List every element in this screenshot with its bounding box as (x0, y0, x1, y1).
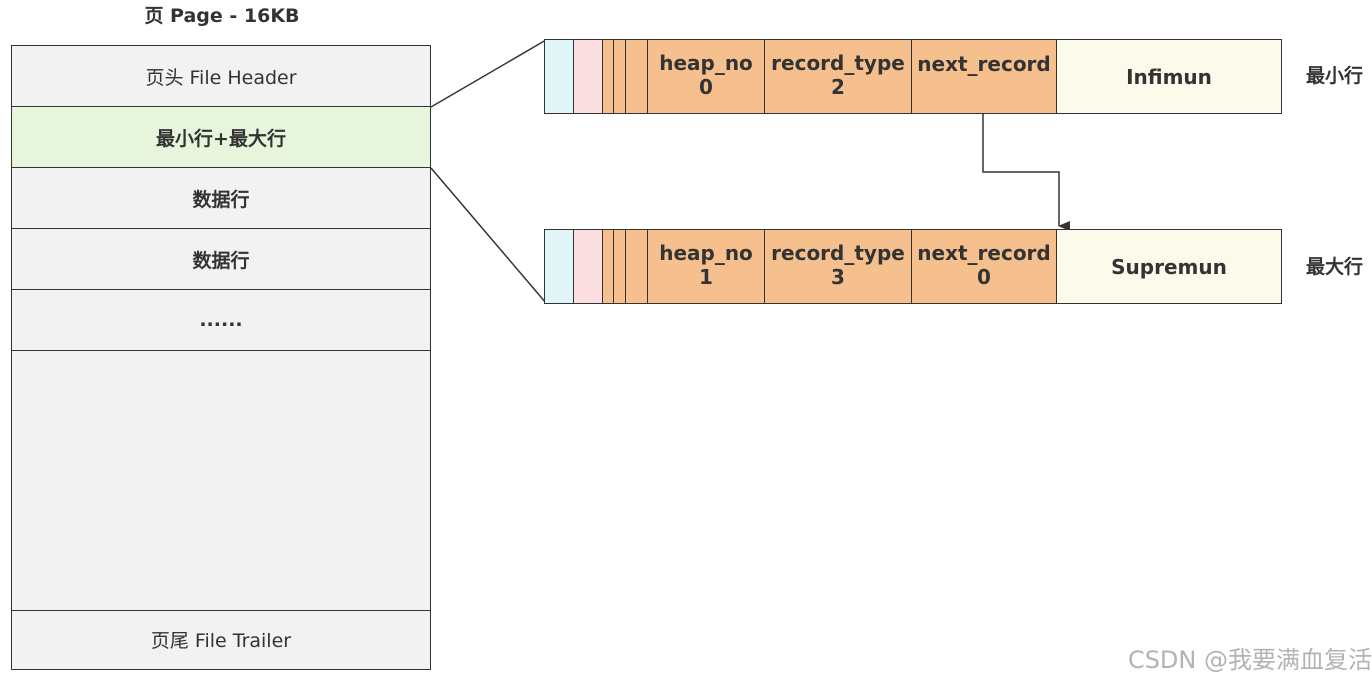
record-header-cell-pink (574, 230, 603, 303)
heap-no-field: heap_no 0 (648, 40, 765, 113)
next-record-label: next_record (917, 240, 1051, 265)
record-name-infimun: Infimun (1057, 40, 1281, 113)
record-header-cell-cyan (545, 230, 574, 303)
page-section-data-row: 数据行 (12, 229, 430, 290)
watermark: CSDN @我要满血复活 (1127, 646, 1372, 674)
record-header-cell (603, 230, 614, 303)
connector-line-bottom (430, 167, 547, 304)
connector-line-top (430, 39, 547, 108)
next-record-field: next_record 0 (912, 230, 1057, 303)
side-label-max-row: 最大行 (1306, 256, 1364, 278)
next-record-label: next_record (917, 52, 1051, 76)
record-type-field: record_type 3 (765, 230, 912, 303)
record-type-label: record_type (771, 50, 905, 75)
record-type-value: 3 (831, 264, 845, 289)
page-section-file-header: 页头 File Header (12, 46, 430, 107)
next-record-arrow (982, 114, 1070, 231)
heap-no-value: 0 (699, 74, 713, 99)
heap-no-label: heap_no (659, 240, 753, 265)
record-name-supremun: Supremun (1057, 230, 1281, 303)
record-header-cell (603, 40, 614, 113)
page-section-file-trailer: 页尾 File Trailer (12, 610, 430, 668)
page-section-data-row: 数据行 (12, 168, 430, 229)
record-type-value: 2 (831, 74, 845, 99)
record-header-cell (614, 40, 626, 113)
next-record-value: 0 (977, 264, 991, 289)
record-type-field: record_type 2 (765, 40, 912, 113)
page-title: 页 Page - 16KB (144, 5, 300, 27)
record-header-cell-pink (574, 40, 603, 113)
heap-no-field: heap_no 1 (648, 230, 765, 303)
record-header-cell (614, 230, 626, 303)
page-section-ellipsis: ...... (12, 290, 430, 351)
page-structure: 页头 File Header 最小行+最大行 数据行 数据行 ...... 页尾… (11, 45, 431, 670)
heap-no-value: 1 (699, 264, 713, 289)
record-header-cell (626, 40, 648, 113)
supremum-record: heap_no 1 record_type 3 next_record 0 Su… (544, 229, 1282, 304)
record-type-label: record_type (771, 240, 905, 265)
page-section-min-max-rows: 最小行+最大行 (12, 107, 430, 168)
record-header-cell-cyan (545, 40, 574, 113)
record-header-cell (626, 230, 648, 303)
next-record-field: next_record (912, 40, 1057, 113)
infimum-record: heap_no 0 record_type 2 next_record Infi… (544, 39, 1282, 114)
heap-no-label: heap_no (659, 50, 753, 75)
side-label-min-row: 最小行 (1306, 65, 1364, 87)
